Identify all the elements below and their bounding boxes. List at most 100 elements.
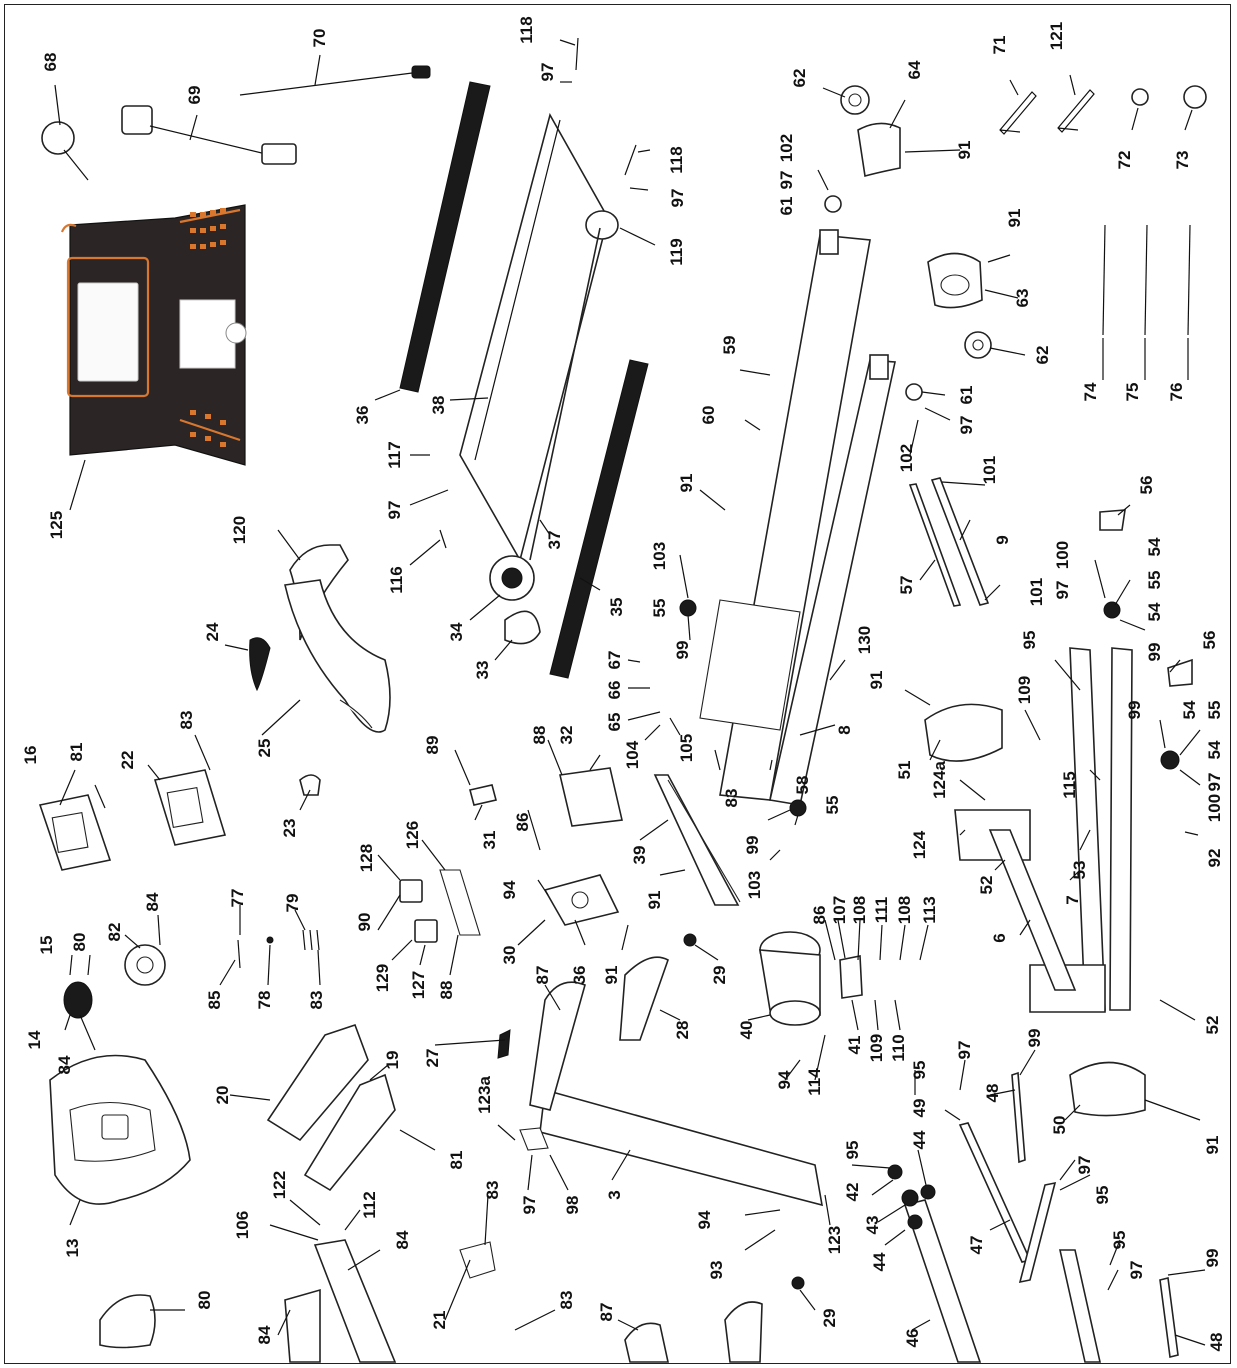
part-84-lower-frame [284, 1239, 397, 1363]
callout-106: 106 [233, 1211, 252, 1239]
callout-91: 91 [602, 966, 621, 985]
callout-97: 97 [668, 189, 687, 208]
callout-53: 53 [1070, 861, 1089, 880]
callout-61: 61 [957, 386, 976, 405]
callout-54: 54 [1145, 537, 1164, 556]
callout-109: 109 [867, 1034, 886, 1062]
leader-lines [54, 39, 1206, 1346]
part-31-bracket [469, 784, 497, 806]
callout-97: 97 [777, 171, 796, 190]
callout-56: 56 [1137, 476, 1156, 495]
callout-91: 91 [1203, 1136, 1222, 1155]
callout-127: 127 [409, 971, 428, 999]
callout-6: 6 [990, 933, 1009, 942]
part-48-strut [1011, 1071, 1179, 1358]
callout-67: 67 [605, 651, 624, 670]
callout-32: 32 [557, 726, 576, 745]
callout-19: 19 [383, 1051, 402, 1070]
part-46-frame-bar [903, 1199, 1101, 1363]
callout-82: 82 [105, 923, 124, 942]
callout-94: 94 [695, 1210, 714, 1229]
callout-43: 43 [863, 1216, 882, 1235]
callout-103: 103 [650, 542, 669, 570]
callout-121: 121 [1047, 22, 1066, 50]
callout-101: 101 [1027, 578, 1046, 606]
part-63-end-cap [927, 252, 983, 309]
callout-73: 73 [1173, 151, 1192, 170]
part-42-43-44-wheels [887, 1164, 936, 1230]
part-74-75-76-bolts [1102, 224, 1191, 336]
callout-117: 117 [385, 441, 404, 468]
callout-97: 97 [1075, 1156, 1094, 1175]
callout-41: 41 [845, 1036, 864, 1055]
callout-83: 83 [483, 1181, 502, 1200]
part-70-cable [239, 65, 431, 96]
part-8-main-frame [699, 195, 923, 806]
callout-44: 44 [910, 1130, 929, 1149]
callout-97: 97 [957, 416, 976, 435]
part-14-speaker [63, 981, 93, 1019]
callout-97: 97 [1053, 581, 1072, 600]
callout-80: 80 [195, 1291, 214, 1310]
callout-8: 8 [835, 725, 854, 734]
part-35-side-rail [549, 359, 649, 679]
callout-97: 97 [1205, 773, 1224, 792]
callout-95: 95 [843, 1141, 862, 1160]
callout-99: 99 [743, 836, 762, 855]
callout-49: 49 [910, 1099, 929, 1118]
callout-107: 107 [830, 896, 849, 924]
part-23-trim [299, 774, 321, 796]
callout-labels: 68 69 70 118 97 118 97 119 62 64 71 121 … [21, 16, 1226, 1351]
callout-87: 87 [597, 1303, 616, 1322]
callout-14: 14 [25, 1030, 44, 1049]
callout-104: 104 [623, 740, 642, 769]
callout-98: 98 [563, 1196, 582, 1215]
callout-7: 7 [1063, 895, 1082, 904]
callout-38: 38 [429, 396, 448, 415]
callout-16: 16 [21, 746, 40, 765]
callout-65: 65 [605, 713, 624, 732]
callout-64: 64 [905, 60, 924, 79]
part-128-block [399, 879, 423, 903]
callout-78: 78 [255, 991, 274, 1010]
callout-77: 77 [228, 889, 247, 908]
callout-97: 97 [385, 501, 404, 520]
part-3-upright [519, 981, 824, 1207]
callout-102: 102 [777, 134, 796, 162]
part-71-hex-key [999, 91, 1037, 135]
callout-129: 129 [373, 964, 392, 992]
part-62-roller-wheel [840, 85, 992, 359]
callout-42: 42 [843, 1183, 862, 1202]
callout-91: 91 [1005, 209, 1024, 228]
part-118-axle [575, 37, 637, 176]
callout-103: 103 [745, 871, 764, 899]
callout-60: 60 [699, 406, 718, 425]
callout-115: 115 [1060, 771, 1079, 798]
callout-125: 125 [47, 511, 66, 539]
callout-86: 86 [513, 813, 532, 832]
callout-71: 71 [990, 36, 1009, 55]
callout-68: 68 [41, 53, 60, 72]
part-73-bushing [1183, 85, 1207, 109]
callout-84: 84 [255, 1325, 274, 1344]
part-40-motor [759, 931, 821, 1026]
callout-83: 83 [307, 991, 326, 1010]
part-121-hex-key [1057, 89, 1095, 133]
callout-55: 55 [823, 796, 842, 815]
callout-25: 25 [255, 739, 274, 758]
callout-95: 95 [910, 1061, 929, 1080]
callout-97: 97 [955, 1041, 974, 1060]
callout-27: 27 [423, 1049, 442, 1068]
callout-84: 84 [393, 1230, 412, 1249]
callout-80: 80 [70, 933, 89, 952]
callout-109: 109 [1015, 676, 1034, 704]
callout-51: 51 [895, 761, 914, 780]
part-39-pan [653, 774, 741, 906]
callout-108: 108 [850, 896, 869, 924]
callout-28: 28 [673, 1021, 692, 1040]
callout-118: 118 [517, 16, 536, 43]
part-27-clip [497, 1029, 511, 1059]
callout-95: 95 [1020, 631, 1039, 650]
callout-83: 83 [177, 711, 196, 730]
